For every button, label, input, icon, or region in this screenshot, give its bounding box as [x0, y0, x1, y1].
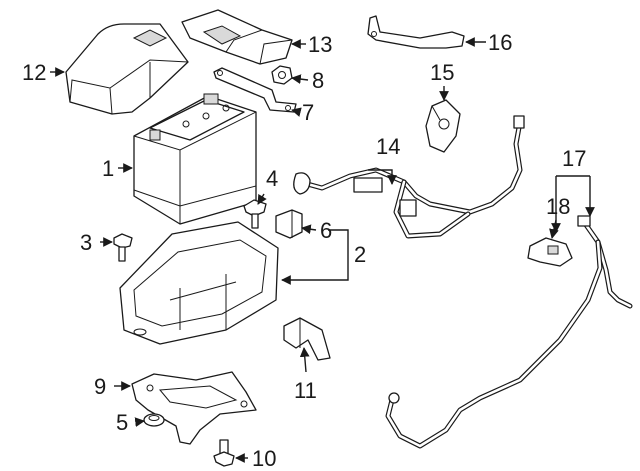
- cable-bracket-arm: [367, 15, 465, 49]
- callout-7: 7: [302, 100, 314, 125]
- bolt-10: [213, 439, 235, 467]
- callout-15: 15: [430, 60, 454, 85]
- callout-8: 8: [312, 68, 324, 93]
- battery-sensor: [527, 237, 573, 267]
- positive-cable: [293, 115, 525, 239]
- leader-lines: [50, 37, 595, 463]
- callout-2: 2: [354, 242, 366, 267]
- callout-16: 16: [488, 30, 512, 55]
- callout-11: 11: [294, 378, 317, 403]
- callout-18: 18: [546, 194, 570, 219]
- callout-6: 6: [320, 218, 332, 243]
- callout-10: 10: [252, 446, 276, 471]
- bolt-3: [113, 233, 133, 262]
- callout-13: 13: [308, 32, 332, 57]
- tray-bracket: [283, 317, 331, 361]
- battery-cover: [65, 23, 189, 115]
- hold-down-cover: [181, 9, 293, 65]
- callout-12: 12: [22, 60, 46, 85]
- callout-9: 9: [94, 374, 106, 399]
- negative-cable: [385, 215, 633, 449]
- callout-4: 4: [266, 166, 278, 191]
- bolt-4: [243, 199, 267, 229]
- grommet: [143, 413, 165, 427]
- callout-14: 14: [376, 134, 400, 159]
- callout-17: 17: [562, 146, 586, 171]
- clip: [275, 209, 303, 239]
- nut: [271, 65, 293, 85]
- tray-support: [131, 371, 257, 445]
- battery: [133, 93, 257, 225]
- callout-3: 3: [80, 230, 92, 255]
- terminal-clamp: [425, 99, 461, 153]
- callout-5: 5: [116, 410, 128, 435]
- battery-tray: [119, 221, 279, 345]
- callout-1: 1: [102, 156, 114, 181]
